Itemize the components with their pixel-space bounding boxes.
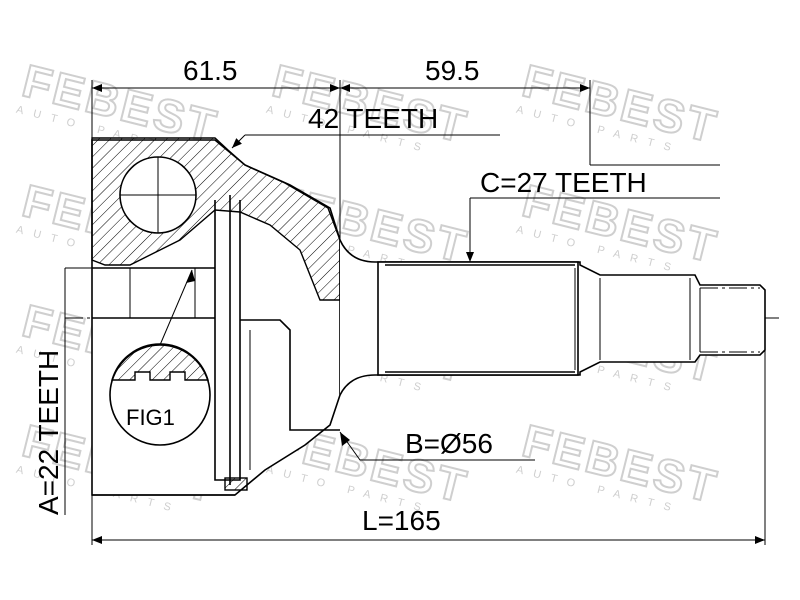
fig1-detail: FIG1 bbox=[109, 269, 211, 446]
brand-watermark: FEBEST AUTO PARTS bbox=[515, 53, 725, 156]
outer-teeth-label: 42 TEETH bbox=[308, 103, 438, 134]
shaft-spline bbox=[377, 261, 579, 376]
dim-right-length-label: 59.5 bbox=[425, 55, 480, 86]
brand-watermark: FEBEST AUTO PARTS bbox=[515, 413, 725, 516]
total-length-label: L=165 bbox=[362, 505, 441, 536]
dimension-lines: 61.5 59.5 42 TEETH C=27 TEETH A=22 TEETH… bbox=[33, 55, 766, 545]
seal-diameter-label: B=Ø56 bbox=[405, 428, 493, 459]
inner-teeth-label: A=22 TEETH bbox=[33, 350, 64, 515]
shaft-teeth-label: C=27 TEETH bbox=[480, 167, 647, 198]
fig1-label: FIG1 bbox=[126, 405, 175, 430]
dim-left-length-label: 61.5 bbox=[183, 55, 238, 86]
stub-shaft bbox=[339, 239, 766, 396]
seal-ring bbox=[224, 477, 248, 491]
outer-joint-housing bbox=[91, 137, 341, 496]
